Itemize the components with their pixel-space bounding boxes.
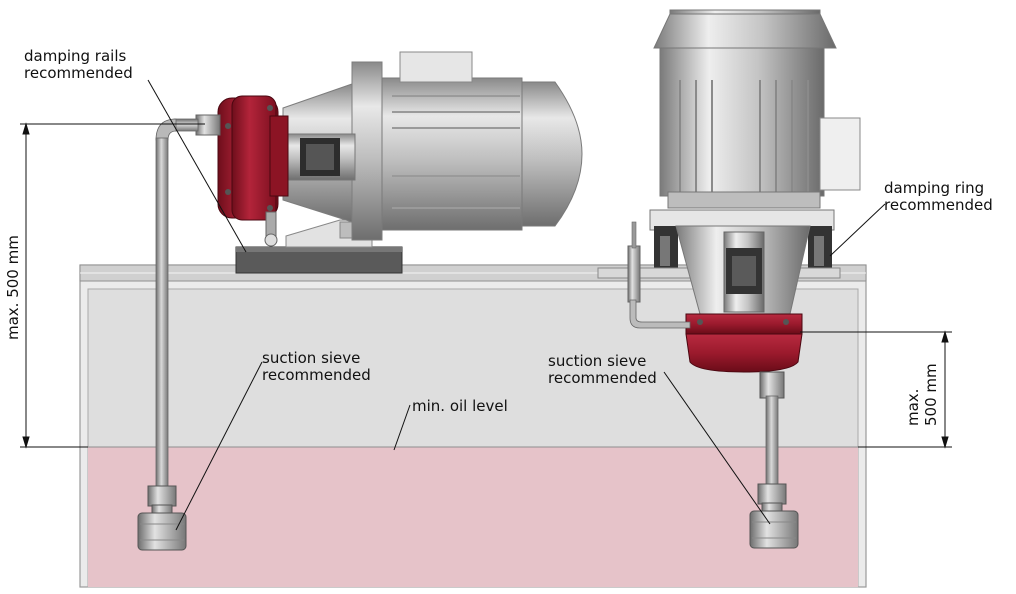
label-suction-sieve-left-line2: recommended — [262, 366, 371, 384]
label-damping-rails: damping rails recommended — [24, 48, 133, 82]
dimension-left — [20, 122, 205, 449]
left-motor — [381, 51, 583, 231]
dimension-right-label-line1: max. — [904, 388, 922, 426]
label-suction-sieve-right-line1: suction sieve — [548, 352, 647, 370]
label-damping-rails-line1: damping rails — [24, 47, 127, 65]
left-coupling — [282, 133, 356, 181]
right-gear-pump — [685, 313, 803, 373]
dimension-right-label-line2: 500 mm — [922, 363, 940, 426]
right-suction-sieve — [749, 510, 799, 549]
oil-volume — [88, 446, 858, 587]
right-motor — [653, 9, 861, 209]
label-min-oil-level: min. oil level — [412, 398, 508, 415]
right-coupling — [723, 231, 765, 313]
left-suction-pipe — [147, 114, 221, 516]
label-suction-sieve-left: suction sieve recommended — [262, 350, 371, 384]
right-suction-pipe — [757, 371, 787, 514]
left-gear-pump — [217, 95, 289, 247]
leader-lines — [147, 79, 886, 531]
dimension-left-label: max. 500 mm — [4, 235, 22, 340]
label-damping-ring-line1: damping ring — [884, 179, 985, 197]
dimension-right-label: max. 500 mm — [904, 363, 940, 426]
label-suction-sieve-right: suction sieve recommended — [548, 353, 657, 387]
left-suction-sieve — [137, 512, 187, 551]
label-damping-ring-line2: recommended — [884, 196, 993, 214]
label-min-oil-level-text: min. oil level — [412, 397, 508, 415]
dimension-right — [800, 330, 952, 449]
label-suction-sieve-right-line2: recommended — [548, 369, 657, 387]
label-damping-rails-line2: recommended — [24, 64, 133, 82]
right-pressure-line — [627, 221, 691, 329]
label-suction-sieve-left-line1: suction sieve — [262, 349, 361, 367]
damping-rail — [235, 246, 403, 274]
label-damping-ring: damping ring recommended — [884, 180, 993, 214]
